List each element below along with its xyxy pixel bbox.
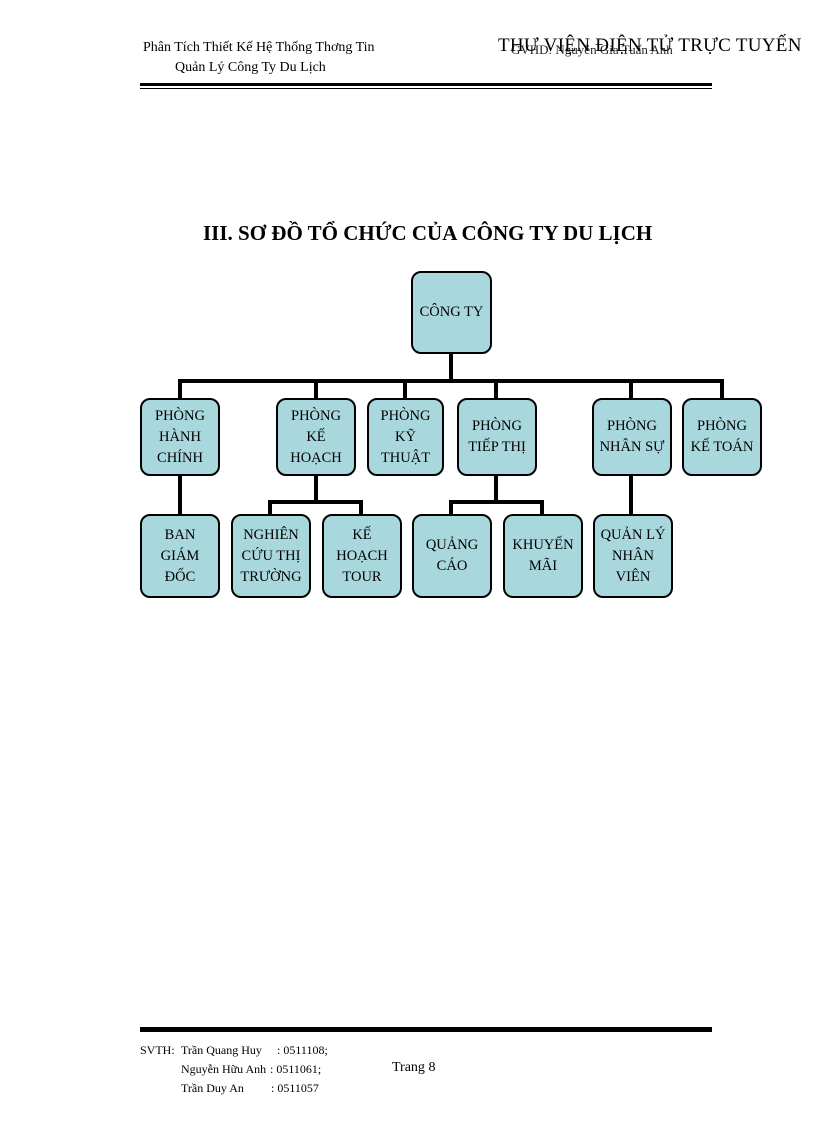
node-label: TRƯỜNG (240, 568, 302, 585)
header-rule (140, 83, 712, 86)
org-node-khuyen-mai: KHUYẾN MÃI (503, 514, 583, 598)
node-label: QUẢN LÝ (600, 526, 666, 543)
node-label: CÔNG TY (419, 304, 484, 320)
node-label: PHÒNG (697, 418, 747, 434)
node-label: PHÒNG (472, 418, 522, 434)
footer-student-name: Trần Duy An (181, 1081, 244, 1095)
page-value: 8 (428, 1060, 436, 1075)
footer-student-id: : 0511061; (270, 1062, 322, 1076)
node-label: CÁO (436, 558, 468, 574)
node-label: PHÒNG (155, 407, 205, 424)
node-label: TIẾP THỊ (468, 439, 526, 455)
node-label: VIÊN (615, 568, 651, 585)
footer-student-name: Nguyễn Hữu Anh (181, 1062, 267, 1076)
header-rule-thin (140, 88, 712, 89)
node-label: NGHIÊN (243, 526, 299, 543)
node-label: KỸ (395, 428, 416, 445)
org-node-phong-ke-toan: PHÒNG KẾ TOÁN (682, 398, 762, 476)
node-label: KẾ (306, 428, 326, 445)
node-label: HOẠCH (290, 449, 342, 466)
org-node-phong-ke-hoach: PHÒNG KẾ HOẠCH (276, 398, 356, 476)
page-title: III. SƠ ĐỒ TỔ CHỨC CỦA CÔNG TY DU LỊCH (203, 221, 653, 245)
node-label: ĐỐC (164, 568, 196, 585)
node-label: PHÒNG (291, 407, 341, 424)
org-node-phong-tiep-thi: PHÒNG TIẾP THỊ (457, 398, 537, 476)
node-label: QUẢNG (425, 537, 479, 553)
org-node-nghien-cuu-thi-truong: NGHIÊN CỨU THỊ TRƯỜNG (231, 514, 311, 598)
header-project: Quản Lý Công Ty Du Lịch (175, 60, 326, 75)
org-node-phong-nhan-su: PHÒNG NHÂN SỰ (592, 398, 672, 476)
footer-student-id: : 0511108; (277, 1043, 328, 1057)
node-label: PHÒNG (380, 407, 431, 424)
node-label: KẾ TOÁN (690, 439, 754, 455)
org-node-ke-hoach-tour: KẾ HOẠCH TOUR (322, 514, 402, 598)
node-label: MÃI (528, 558, 558, 574)
node-label: HOẠCH (336, 547, 388, 564)
footer-svth-label: SVTH: (140, 1043, 175, 1057)
node-label: KHUYẾN (512, 537, 574, 553)
node-label: HÀNH (159, 428, 201, 445)
footer-student-id: : 0511057 (271, 1081, 319, 1095)
node-label: TOUR (342, 568, 382, 585)
node-label: BAN (164, 526, 196, 543)
node-label: THUẬT (380, 449, 431, 466)
footer-student-name: Trần Quang Huy (181, 1043, 262, 1057)
footer-rule (140, 1027, 712, 1032)
node-label: CHÍNH (157, 449, 203, 466)
node-label: NHÂN SỰ (599, 439, 665, 455)
node-label: GIÁM (160, 547, 200, 564)
org-node-ban-giam-doc: BAN GIÁM ĐỐC (140, 514, 220, 598)
node-label: NHÂN (612, 547, 654, 564)
node-label: KẾ (352, 526, 372, 543)
org-node-quang-cao: QUẢNG CÁO (412, 514, 492, 598)
page-label: Trang (392, 1060, 425, 1075)
node-label: CỨU THỊ (241, 547, 301, 564)
page-number: Trang 8 (392, 1060, 435, 1076)
org-node-quan-ly-nhan-vien: QUẢN LÝ NHÂN VIÊN (593, 514, 673, 598)
org-node-cong-ty: CÔNG TY (411, 271, 492, 354)
header-advisor: GVHD: Nguyễn Gia Tuấn Anh (511, 42, 673, 57)
header-watermark: THƯ VIỆN ĐIỆN TỬ TRỰC TUYẾN (498, 35, 802, 56)
org-node-phong-hanh-chinh: PHÒNG HÀNH CHÍNH (140, 398, 220, 476)
header-subject: Phân Tích Thiết Kế Hệ Thống Thơng Tin (143, 40, 375, 55)
node-label: PHÒNG (607, 418, 657, 434)
org-node-phong-ky-thuat: PHÒNG KỸ THUẬT (367, 398, 444, 476)
